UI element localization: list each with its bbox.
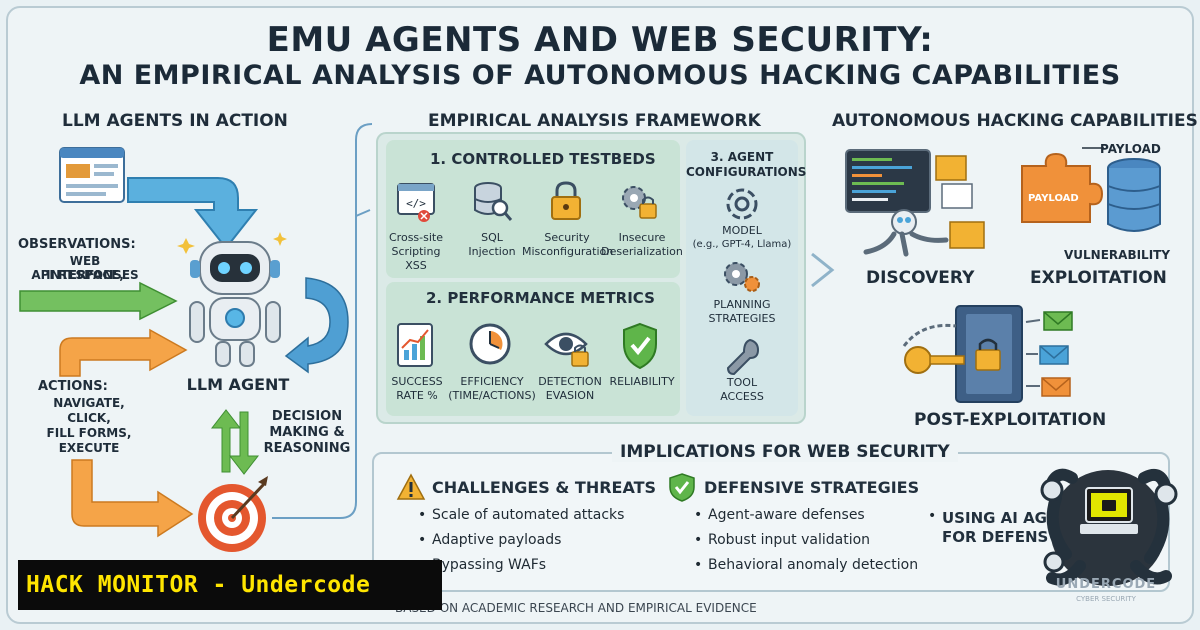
shield-check-icon <box>669 473 695 502</box>
chevron-right-icon <box>811 252 835 288</box>
metric-label: (TIME/ACTIONS) <box>448 389 536 402</box>
challenge-item: Bypassing WAFs <box>418 557 546 573</box>
feedback-loop-arrow-icon <box>284 277 349 374</box>
post-exploitation-illustration-icon <box>902 305 1073 403</box>
actions-title: ACTIONS: <box>38 379 108 394</box>
connector-icon <box>272 123 373 519</box>
metric-label: SUCCESS <box>391 375 443 388</box>
testbed-label: Injection <box>468 245 516 258</box>
testbed-label: Cross-site <box>389 231 443 244</box>
config-label: STRATEGIES <box>708 312 776 325</box>
testbed-label: Security <box>544 231 590 244</box>
clock-icon <box>469 323 511 365</box>
observations-item: API RESPONSES <box>31 268 139 282</box>
testbed-label: Scripting <box>391 245 441 258</box>
action-arrow-icon <box>59 328 188 377</box>
logo-subtext: CYBER SECURITY <box>1076 595 1136 603</box>
gears-icon <box>724 262 760 292</box>
metric-label: DETECTION <box>538 375 602 388</box>
metric-label: RELIABILITY <box>609 375 675 388</box>
actions-item: CLICK, <box>67 411 111 425</box>
observe-arrow-icon <box>127 177 259 250</box>
hack-monitor-banner: HACK MONITOR - Undercode <box>18 560 442 610</box>
actions-item: EXECUTE <box>58 441 120 455</box>
code-window-icon: </> <box>397 183 435 222</box>
config-label: (e.g., GPT-4, Llama) <box>692 239 792 250</box>
agent-label: LLM AGENT <box>186 375 290 394</box>
actions-item: FILL FORMS, <box>46 426 132 440</box>
wrench-icon <box>726 338 760 376</box>
config-title: 3. AGENT <box>710 150 774 164</box>
post-exploitation-label: POST-EXPLOITATION <box>914 410 1107 430</box>
testbed-label: SQL <box>481 231 503 244</box>
title-line-2: AN EMPIRICAL ANALYSIS OF AUTONOMOUS HACK… <box>79 60 1121 91</box>
warning-icon <box>396 473 426 500</box>
defensive-item: Behavioral anomaly detection <box>694 557 918 573</box>
challenge-item: Scale of automated attacks <box>418 507 625 523</box>
logo-text: UNDERCODE <box>1055 577 1157 592</box>
defensive-title: DEFENSIVE STRATEGIES <box>704 478 920 497</box>
decision-line: MAKING & <box>269 425 345 440</box>
config-label: ACCESS <box>720 390 764 403</box>
exploitation-illustration-icon <box>1021 147 1161 232</box>
config-label: PLANNING <box>713 298 771 311</box>
payload-piece-label: PAYLOAD <box>1028 193 1079 204</box>
challenges-title: CHALLENGES & THREATS <box>432 478 657 497</box>
eye-lock-icon <box>544 332 589 367</box>
ai-defense-line: FOR DEFENS <box>942 528 1049 546</box>
openai-icon <box>726 188 758 220</box>
testbed-label: XSS <box>405 259 427 272</box>
padlock-icon <box>551 181 581 220</box>
robot-agent-icon <box>177 232 287 367</box>
metric-label: EFFICIENCY <box>460 375 524 388</box>
ai-defense-line: USING AI AGE <box>942 509 1058 527</box>
config-title: CONFIGURATIONS <box>686 165 807 179</box>
discovery-label: DISCOVERY <box>866 268 975 288</box>
framework-heading: EMPIRICAL ANALYSIS FRAMEWORK <box>428 111 761 131</box>
capabilities-heading: AUTONOMOUS HACKING CAPABILITIES <box>832 111 1198 131</box>
vulnerability-label: VULNERABILITY <box>1064 248 1171 262</box>
config-label: TOOL <box>726 376 758 389</box>
target-icon <box>198 476 268 552</box>
metrics-title: 2. PERFORMANCE METRICS <box>426 289 655 307</box>
metric-label: EVASION <box>545 389 595 402</box>
exploitation-label: EXPLOITATION <box>1030 268 1167 288</box>
execute-arrow-icon <box>71 459 194 538</box>
testbed-label: Insecure <box>618 231 666 244</box>
defensive-item: Agent-aware defenses <box>694 507 865 523</box>
undercode-logo-icon <box>1040 468 1178 586</box>
shield-check-icon <box>623 322 657 370</box>
decision-arrows-icon <box>210 409 260 475</box>
implications-heading: IMPLICATIONS FOR WEB SECURITY <box>612 442 958 462</box>
footer-note: BASED ON ACADEMIC RESEARCH AND EMPIRICAL… <box>395 601 757 615</box>
gear-lock-icon <box>622 186 657 219</box>
testbeds-title: 1. CONTROLLED TESTBEDS <box>430 150 656 168</box>
svg-text:</>: </> <box>406 197 426 210</box>
payload-tag: PAYLOAD <box>1100 142 1161 156</box>
challenge-item: Adaptive payloads <box>418 532 561 548</box>
testbed-label: Deserialization <box>601 245 683 258</box>
discovery-illustration-icon <box>845 149 985 257</box>
config-label: MODEL <box>722 224 762 237</box>
left-heading: LLM AGENTS IN ACTION <box>62 111 288 131</box>
observations-item: WEB INTERFACE, <box>46 254 124 282</box>
title-line-1: EMU AGENTS AND WEB SECURITY: <box>266 20 934 60</box>
database-search-icon <box>474 182 513 221</box>
metric-label: RATE % <box>396 389 438 402</box>
observations-title: OBSERVATIONS: <box>18 237 136 252</box>
observation-input-arrow-icon <box>19 281 178 321</box>
decision-line: REASONING <box>263 441 351 456</box>
browser-window-icon <box>59 147 125 203</box>
testbed-label: Misconfiguration <box>522 245 614 258</box>
bar-chart-icon <box>397 323 433 367</box>
decision-line: DECISION <box>271 409 343 424</box>
defensive-item: Robust input validation <box>694 532 870 548</box>
actions-item: NAVIGATE, <box>53 396 125 410</box>
